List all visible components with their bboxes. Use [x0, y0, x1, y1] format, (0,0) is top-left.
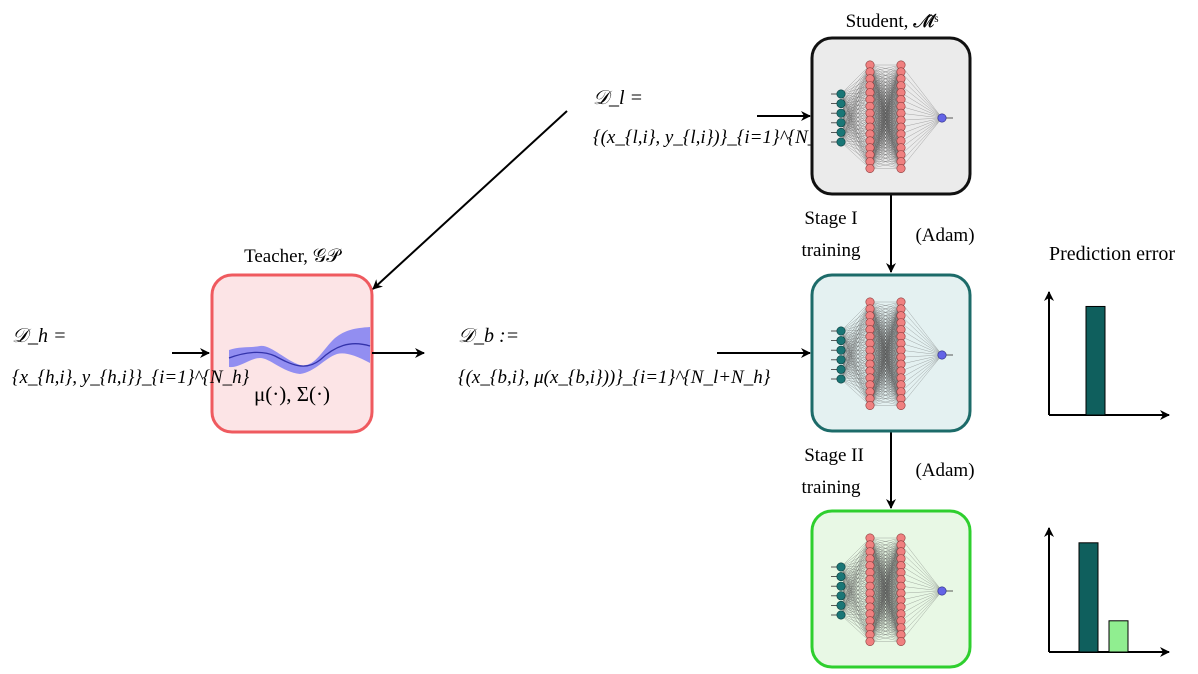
- stage2-optimizer-label: (Adam): [915, 460, 974, 481]
- hidden-neuron: [865, 401, 875, 411]
- input-neuron: [836, 610, 846, 620]
- output-neuron: [937, 113, 947, 123]
- input-neuron: [836, 99, 846, 109]
- dataset-db-label: 𝒟_b := {(x_{b,i}, μ(x_{b,i}))}_{i=1}^{N_…: [458, 325, 771, 388]
- stage2-network-edges: [840, 537, 943, 642]
- input-neuron: [836, 345, 846, 355]
- input-neuron: [836, 127, 846, 137]
- stage2-error-chart: [1044, 527, 1170, 657]
- stage1-training-label: training: [801, 240, 861, 261]
- stage1-label: Stage I: [804, 208, 857, 229]
- input-neuron: [836, 562, 846, 572]
- dl-line2: {(x_{l,i}, y_{l,i})}_{i=1}^{N_l}: [593, 127, 831, 148]
- stage2-label: Stage II: [804, 445, 864, 466]
- stage1-network-box: [810, 273, 972, 433]
- stage1-error-bars: [1085, 305, 1106, 416]
- stage1-error-bar-1: [1085, 305, 1106, 416]
- input-neuron: [836, 591, 846, 601]
- gp-posterior-icon: [228, 327, 371, 374]
- input-neuron: [836, 581, 846, 591]
- dh-line2: {x_{h,i}, y_{h,i}}_{i=1}^{N_h}: [12, 367, 250, 388]
- stage2-error-bars: [1078, 542, 1129, 653]
- input-neuron: [836, 572, 846, 582]
- gp-mean-cov-label: μ(·), Σ(·): [254, 382, 330, 406]
- student-title: Student, 𝓜̂ˢ: [846, 11, 939, 32]
- stage2-error-bar-2: [1108, 620, 1129, 653]
- stage1-error-chart: [1044, 291, 1170, 420]
- hidden-neuron: [896, 401, 906, 411]
- dataset-dl-label: 𝒟_l = {(x_{l,i}, y_{l,i})}_{i=1}^{N_l}: [593, 87, 831, 148]
- input-neuron: [836, 374, 846, 384]
- input-neuron: [836, 600, 846, 610]
- input-neuron: [836, 118, 846, 128]
- dl-line1: 𝒟_l =: [593, 87, 643, 109]
- stage1-optimizer-label: (Adam): [915, 225, 974, 246]
- output-neuron: [937, 350, 947, 360]
- stage2-error-bar-1: [1078, 542, 1099, 653]
- dh-line1: 𝒟_h =: [12, 325, 66, 347]
- input-neuron: [836, 89, 846, 99]
- teacher-title: Teacher, 𝒢𝒫: [244, 246, 342, 267]
- input-neuron: [836, 364, 846, 374]
- stage2-network-box: [810, 509, 972, 669]
- hidden-neuron: [896, 164, 906, 174]
- input-neuron: [836, 336, 846, 346]
- hidden-neuron: [865, 164, 875, 174]
- input-neuron: [836, 137, 846, 147]
- stage2-training-label: training: [801, 477, 861, 498]
- db-line2: {(x_{b,i}, μ(x_{b,i}))}_{i=1}^{N_l+N_h}: [458, 367, 771, 388]
- db-line1: 𝒟_b :=: [458, 325, 519, 347]
- output-neuron: [937, 586, 947, 596]
- input-neuron: [836, 108, 846, 118]
- dataset-dh-label: 𝒟_h = {x_{h,i}, y_{h,i}}_{i=1}^{N_h}: [12, 325, 250, 388]
- hidden-neuron: [896, 637, 906, 647]
- input-neuron: [836, 355, 846, 365]
- prediction-error-title: Prediction error: [1049, 243, 1175, 265]
- input-neuron: [836, 326, 846, 336]
- hidden-neuron: [865, 637, 875, 647]
- student-network-edges: [840, 64, 943, 169]
- dl-to-teacher-arrow: [372, 110, 568, 290]
- teacher-gp-node: Teacher, 𝒢𝒫 μ(·), Σ(·): [210, 246, 374, 434]
- stage1-network-edges: [840, 301, 943, 406]
- student-network-box: [810, 36, 972, 196]
